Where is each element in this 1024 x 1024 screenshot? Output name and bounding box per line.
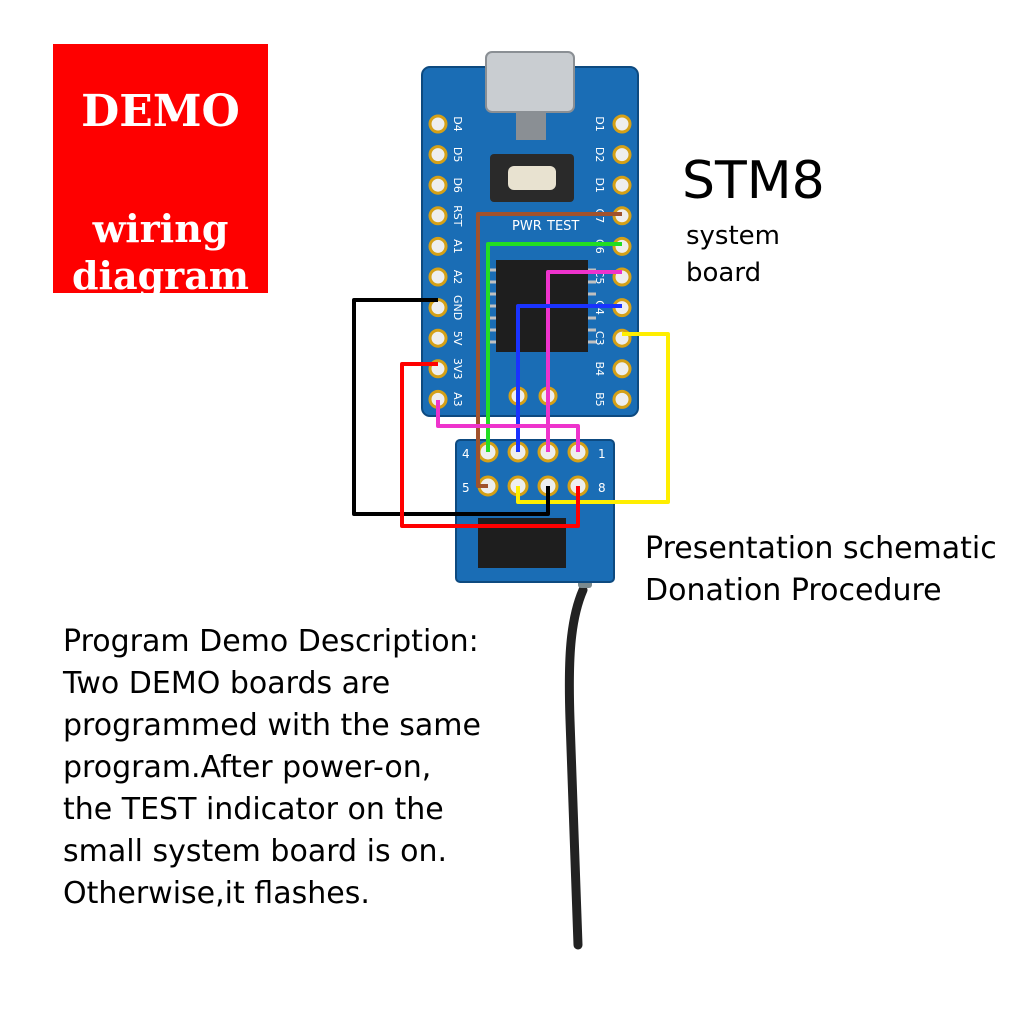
wire-yellow: [516, 332, 670, 504]
right-pin-label: B4: [593, 362, 606, 377]
wires: [352, 212, 670, 528]
right-pin-label: C3: [593, 331, 606, 346]
wire-blue: [516, 304, 622, 452]
left-pin-label: D6: [451, 177, 464, 192]
left-header-pin: [428, 206, 448, 226]
description-line: small system board is on.: [63, 834, 448, 869]
left-header-pin: [428, 328, 448, 348]
right-pin-label: C6: [593, 239, 606, 254]
description-line: Otherwise,it flashes.: [63, 876, 370, 911]
wire-magenta-2: [436, 400, 580, 452]
presentation-line-2: Donation Procedure: [645, 573, 942, 608]
description-line: Program Demo Description:: [63, 624, 479, 659]
left-pin-label: D5: [451, 147, 464, 162]
module-pin-5-label: 5: [462, 481, 470, 495]
presentation-caption: Presentation schematic Donation Procedur…: [645, 528, 997, 612]
stm8-sub-system: system: [686, 221, 780, 251]
right-header-pin: [612, 389, 632, 409]
wire-red: [400, 362, 580, 528]
reset-button-cap: [508, 166, 556, 190]
left-header-pin: [428, 145, 448, 165]
badge-title: DEMO: [81, 86, 240, 137]
pwr-led-label: PWR: [512, 219, 542, 234]
left-header-pin: [428, 236, 448, 256]
description-line: Two DEMO boards are: [63, 666, 391, 701]
right-header-pin: [612, 359, 632, 379]
micro-usb-connector: [485, 51, 575, 113]
left-pin-label: A2: [451, 270, 464, 285]
test-led-label: TEST: [546, 219, 579, 234]
program-description: Program Demo Description: Two DEMO board…: [63, 621, 481, 915]
description-line: programmed with the same: [63, 708, 481, 743]
left-pin-label: D4: [451, 116, 464, 131]
right-pin-label: D2: [593, 147, 606, 162]
left-header-pin: [428, 175, 448, 195]
description-line: program.After power-on,: [63, 750, 432, 785]
badge-line-wiring: wiring: [92, 206, 229, 251]
left-pin-label: A1: [451, 239, 464, 254]
antenna-wire: [564, 585, 588, 950]
module-pin-4-label: 4: [462, 447, 470, 461]
description-line: the TEST indicator on the: [63, 792, 444, 827]
module-pin-8-label: 8: [598, 481, 606, 495]
right-header-pin: [612, 236, 632, 256]
presentation-line-1: Presentation schematic: [645, 531, 997, 566]
wire-magenta: [546, 270, 622, 452]
wire-brown: [476, 212, 622, 488]
stm8-sub-board: board: [686, 258, 762, 288]
wire-green: [486, 242, 622, 452]
left-pin-label: RST: [451, 205, 464, 227]
wire-black: [352, 298, 550, 516]
right-header-pin: [612, 114, 632, 134]
left-pin-label: GND: [451, 295, 464, 320]
left-pin-label: A3: [451, 392, 464, 407]
right-header-pin: [612, 175, 632, 195]
stm8-title: STM8: [682, 151, 825, 211]
left-header-pin: [428, 267, 448, 287]
right-pin-label: D1: [593, 177, 606, 192]
left-header-pin: [428, 114, 448, 134]
left-pin-label: 3V3: [451, 358, 464, 380]
module-pin-1-label: 1: [598, 447, 606, 461]
badge-line-diagram: diagram: [71, 253, 250, 298]
left-pin-label: 5V: [451, 331, 464, 346]
right-pin-label: D1: [593, 116, 606, 131]
right-header-pin: [612, 145, 632, 165]
usb-pads: [516, 112, 546, 140]
right-pin-label: B5: [593, 392, 606, 407]
demo-wiring-badge: DEMO wiring diagram: [53, 44, 268, 298]
stm8-subtitle: system board: [686, 218, 780, 292]
